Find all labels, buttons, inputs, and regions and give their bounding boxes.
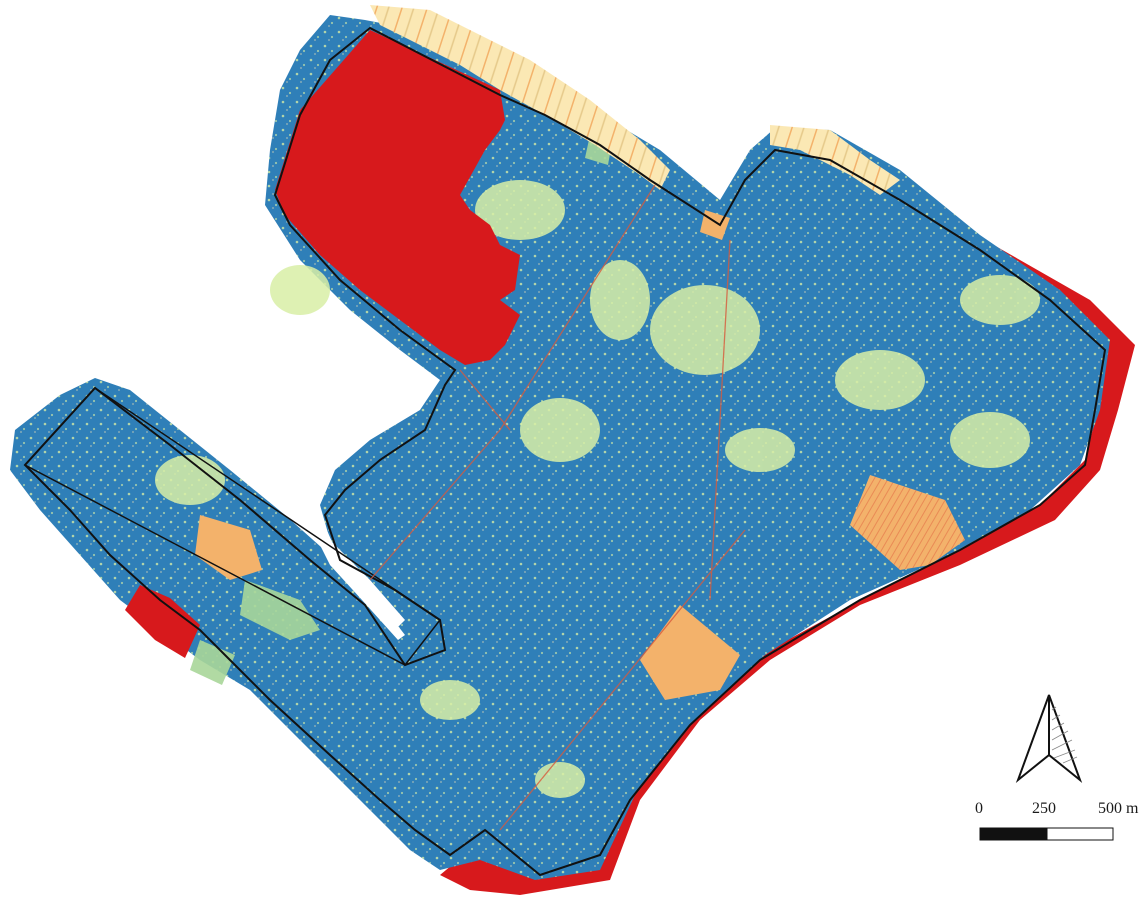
- north-east-field-strips: [770, 125, 900, 195]
- study-area-boundary: [23, 26, 1107, 877]
- very-high-value-block: [275, 30, 520, 365]
- scale-label-500: 500 m: [1098, 800, 1139, 817]
- north-arrow-icon: [1015, 694, 1083, 784]
- roads: [369, 184, 746, 831]
- scale-label-0: 0: [975, 800, 983, 817]
- north-field-strips: [370, 5, 670, 190]
- high-value-patch-field-east: [850, 475, 965, 570]
- channel-gap: [310, 510, 405, 640]
- medium-value-patches: [155, 180, 1040, 798]
- scale-label-250: 250: [1032, 800, 1056, 817]
- scale-bar: [979, 827, 1114, 841]
- west-strip-boundary: [23, 387, 442, 666]
- very-high-value-block-west: [125, 585, 200, 658]
